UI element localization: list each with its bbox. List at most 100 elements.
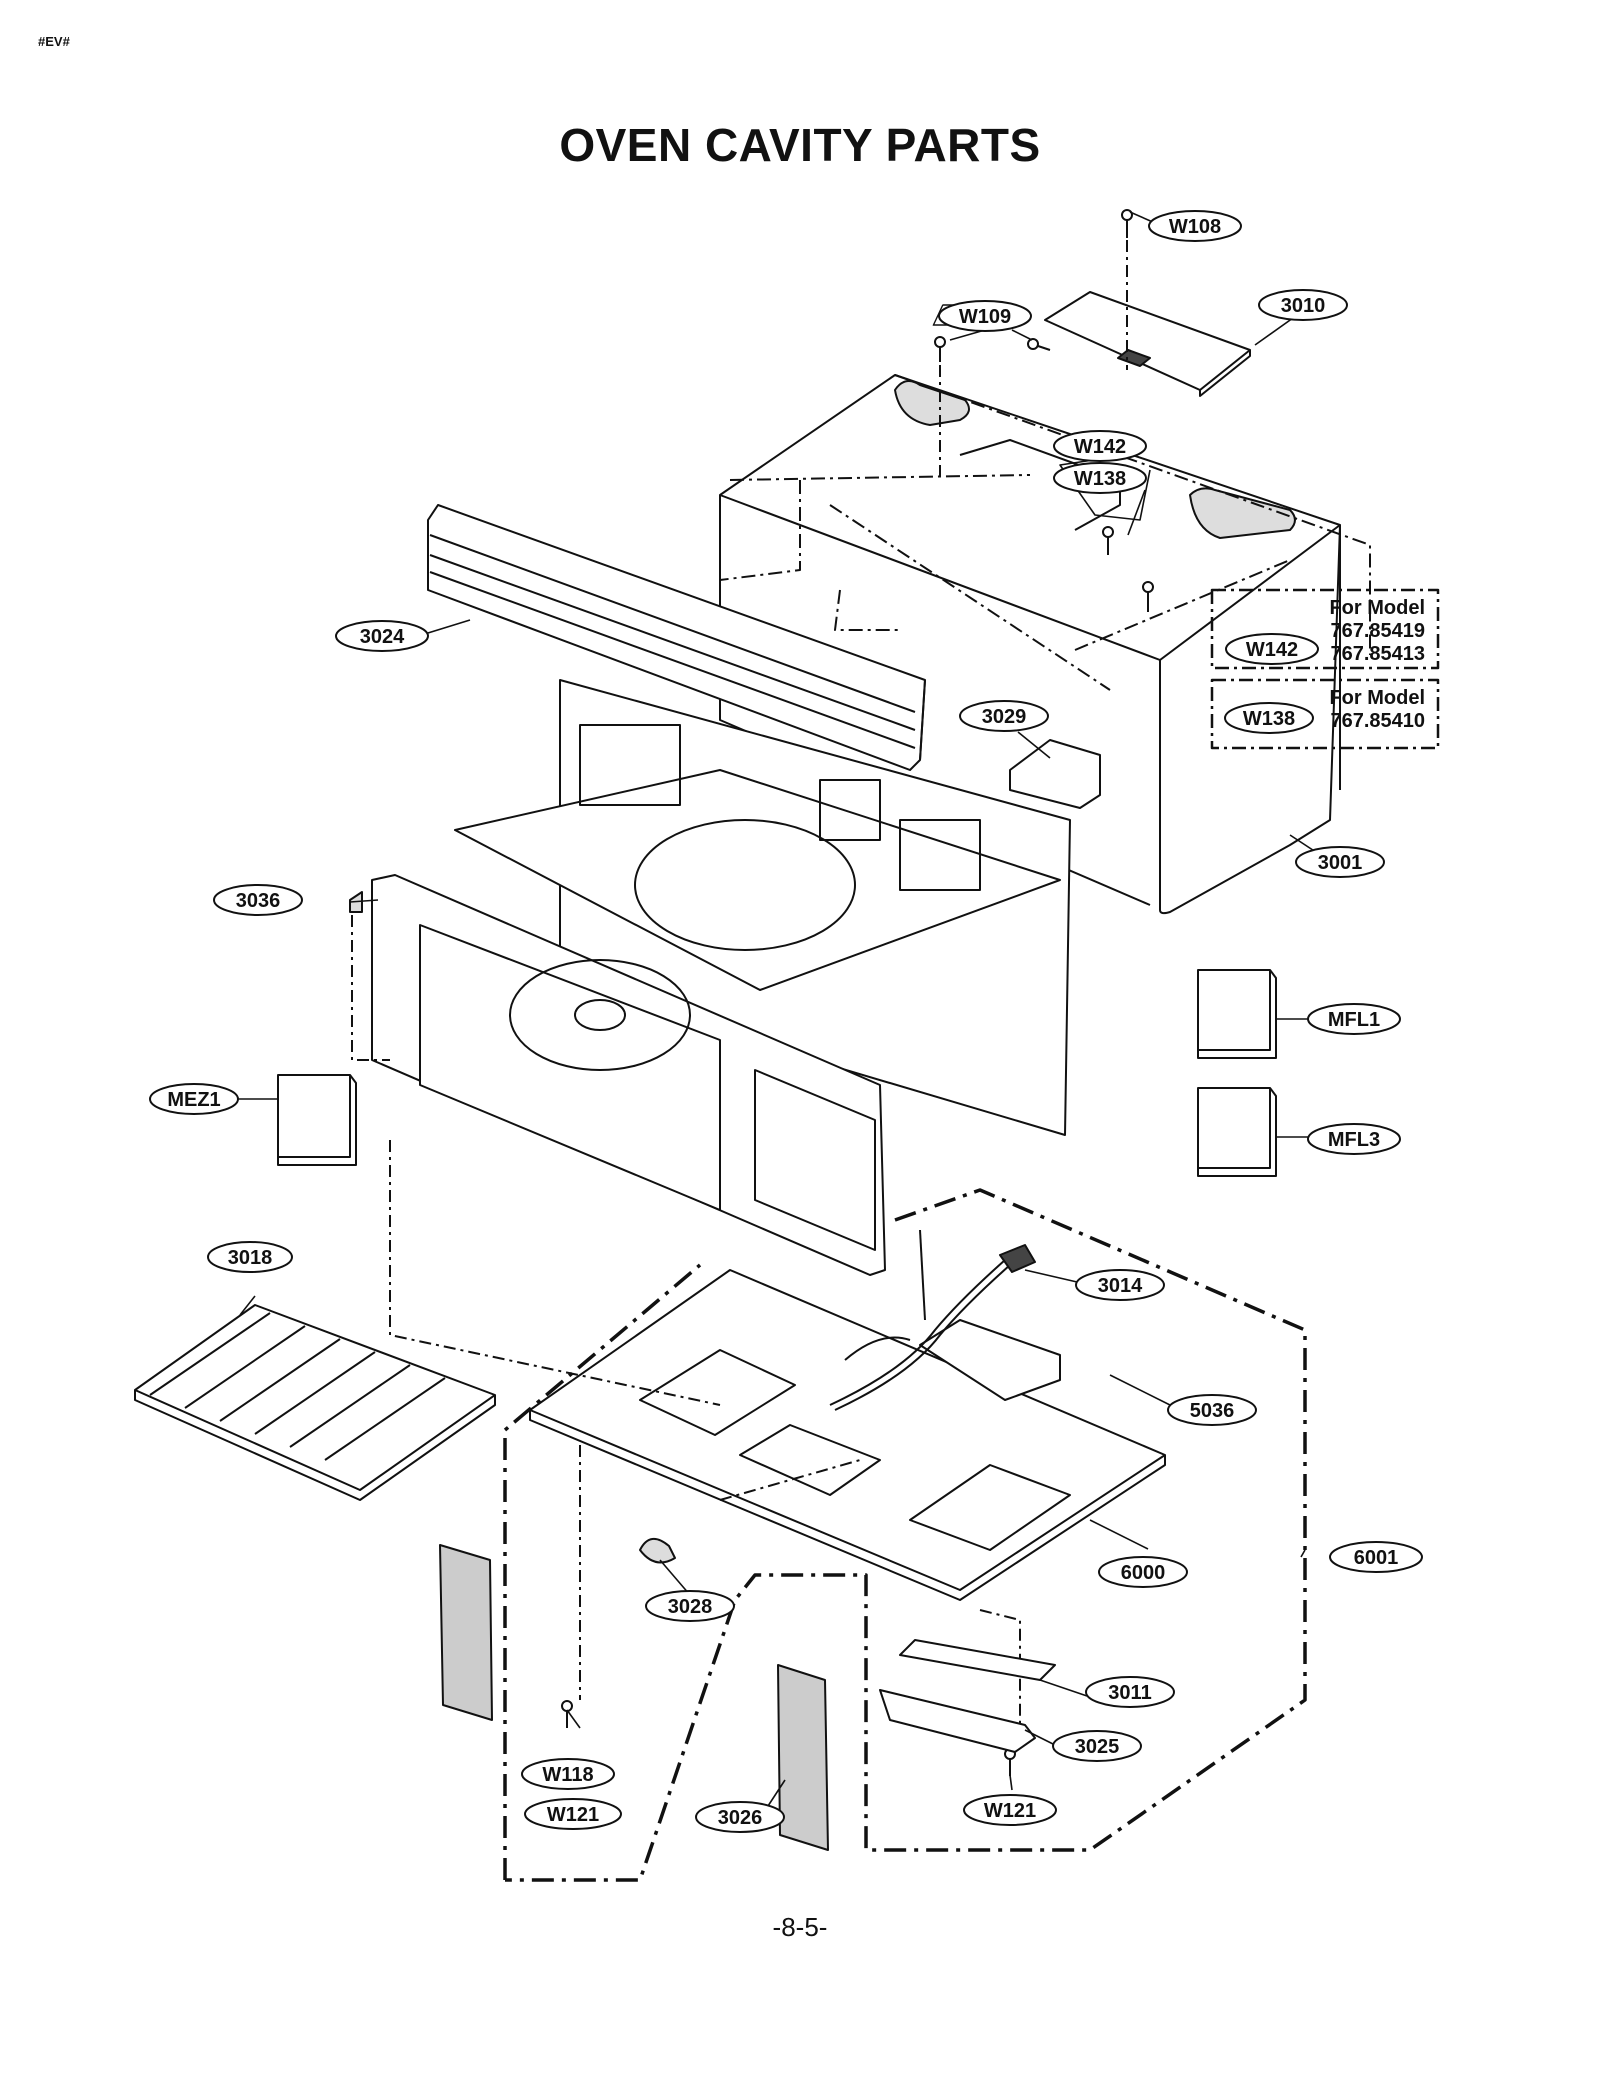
callout-parts-w121-left: W121 <box>524 1798 622 1830</box>
callout-ellipse <box>1258 289 1348 321</box>
callout-parts-p3001: 3001 <box>1295 846 1385 878</box>
callout-parts-p3036: 3036 <box>213 884 303 916</box>
callout-label: 3011 <box>1108 1682 1151 1704</box>
callout-label: W108 <box>1169 216 1221 238</box>
callout-parts-p3011: 3011 <box>1085 1676 1175 1708</box>
base-plate-drawing <box>529 1269 1166 1601</box>
callout-ellipse <box>1307 1123 1401 1155</box>
manual-drawings <box>277 969 1277 1177</box>
callout-label: 5036 <box>1190 1400 1235 1422</box>
callout-ellipse <box>1098 1556 1188 1588</box>
header-code: #EV# <box>38 34 70 49</box>
callout-label: 3028 <box>668 1596 713 1618</box>
callout-ellipse <box>1053 430 1147 462</box>
callout-ellipse <box>1075 1269 1165 1301</box>
callout-ellipse <box>959 700 1049 732</box>
callout-parts-p3010: 3010 <box>1258 289 1348 321</box>
wire-harness-drawing <box>829 1229 1036 1411</box>
callout-label: MFL3 <box>1328 1129 1380 1151</box>
callout-ellipse <box>149 1083 239 1115</box>
callout-ellipse <box>524 1798 622 1830</box>
callout-model-notes-1-part: W138 <box>1224 702 1314 734</box>
callout-label: 3010 <box>1281 295 1326 317</box>
callout-label: 3026 <box>718 1807 763 1829</box>
callout-label: W121 <box>547 1804 599 1826</box>
callout-parts-p6001: 6001 <box>1329 1541 1423 1573</box>
callout-parts-p3024: 3024 <box>335 620 429 652</box>
assembly-boundary-left <box>503 1263 702 1880</box>
page-title: OVEN CAVITY PARTS <box>559 119 1041 171</box>
callout-label: W142 <box>1074 436 1126 458</box>
callout-ellipse <box>1225 633 1319 665</box>
callout-ellipse <box>1295 846 1385 878</box>
lamp-cover-drawing <box>879 1639 1056 1753</box>
callout-label: 3014 <box>1098 1275 1143 1297</box>
callout-ellipse <box>1307 1003 1401 1035</box>
filter-drawings <box>439 1544 829 1851</box>
callout-label: 3018 <box>228 1247 273 1269</box>
callout-label: MFL1 <box>1328 1009 1380 1031</box>
callout-label: W138 <box>1074 468 1126 490</box>
oven-rack-drawing <box>134 1304 496 1501</box>
callout-parts-p6000: 6000 <box>1098 1556 1188 1588</box>
note2-model-a: 767.85410 <box>1330 710 1425 732</box>
callout-ellipse <box>1085 1676 1175 1708</box>
callout-label: W121 <box>984 1800 1036 1822</box>
callout-label: 6001 <box>1354 1547 1399 1569</box>
callout-label: W118 <box>542 1764 593 1786</box>
callout-label: W109 <box>959 306 1011 328</box>
callout-parts-p3028: 3028 <box>645 1590 735 1622</box>
callout-label: W142 <box>1246 639 1298 661</box>
callout-ellipse <box>335 620 429 652</box>
callout-label: 3024 <box>360 626 405 648</box>
callout-ellipse <box>963 1794 1057 1826</box>
note1-model-a: 767.85419 <box>1330 620 1425 642</box>
front-frame-drawing <box>371 874 886 1276</box>
callout-parts-w118: W118 <box>521 1758 615 1790</box>
callout-parts-mfl1: MFL1 <box>1307 1003 1401 1035</box>
vent-grille-drawing <box>427 504 926 771</box>
callout-ellipse <box>938 300 1032 332</box>
callout-ellipse <box>1052 1730 1142 1762</box>
callout-ellipse <box>213 884 303 916</box>
note2-heading: For Model <box>1329 687 1425 709</box>
callout-parts-p3029: 3029 <box>959 700 1049 732</box>
callout-ellipse <box>1167 1394 1257 1426</box>
callout-label: 3036 <box>236 890 281 912</box>
callout-ellipse <box>521 1758 615 1790</box>
callout-label: 6000 <box>1121 1562 1166 1584</box>
callout-ellipse <box>1148 210 1242 242</box>
callout-ellipse <box>695 1801 785 1833</box>
callout-parts-p3018: 3018 <box>207 1241 293 1273</box>
callout-label: W138 <box>1243 708 1295 730</box>
callout-label: 3029 <box>982 706 1027 728</box>
callout-parts-mez1: MEZ1 <box>149 1083 239 1115</box>
callout-parts-w108: W108 <box>1148 210 1242 242</box>
note1-model-b: 767.85413 <box>1330 643 1425 665</box>
assembly-boundary-right <box>505 1188 1307 1882</box>
small-bracket-drawing <box>1009 739 1101 809</box>
callout-parts-p3026: 3026 <box>695 1801 785 1833</box>
callout-parts-mfl3: MFL3 <box>1307 1123 1401 1155</box>
page-number: -8-5- <box>772 1912 828 1942</box>
callout-parts-p3014: 3014 <box>1075 1269 1165 1301</box>
callout-parts-p5036: 5036 <box>1167 1394 1257 1426</box>
model-note-box-2 <box>1210 678 1440 750</box>
outer-case-drawing <box>719 374 1371 915</box>
callout-label: MEZ1 <box>167 1089 220 1111</box>
callout-label: 3025 <box>1075 1736 1120 1758</box>
callout-label: 3001 <box>1318 852 1363 874</box>
callout-parts-w121-right: W121 <box>963 1794 1057 1826</box>
callout-parts-w142: W142 <box>1053 430 1147 462</box>
callout-parts-p3025: 3025 <box>1052 1730 1142 1762</box>
callout-ellipse <box>645 1590 735 1622</box>
callout-model-notes-0-part: W142 <box>1225 633 1319 665</box>
callout-ellipse <box>207 1241 293 1273</box>
callout-ellipse <box>1053 462 1147 494</box>
callout-ellipse <box>1224 702 1314 734</box>
callout-ellipse <box>1329 1541 1423 1573</box>
note1-heading: For Model <box>1329 597 1425 619</box>
callout-parts-w109: W109 <box>938 300 1032 332</box>
model-note-box-1 <box>1210 588 1440 670</box>
